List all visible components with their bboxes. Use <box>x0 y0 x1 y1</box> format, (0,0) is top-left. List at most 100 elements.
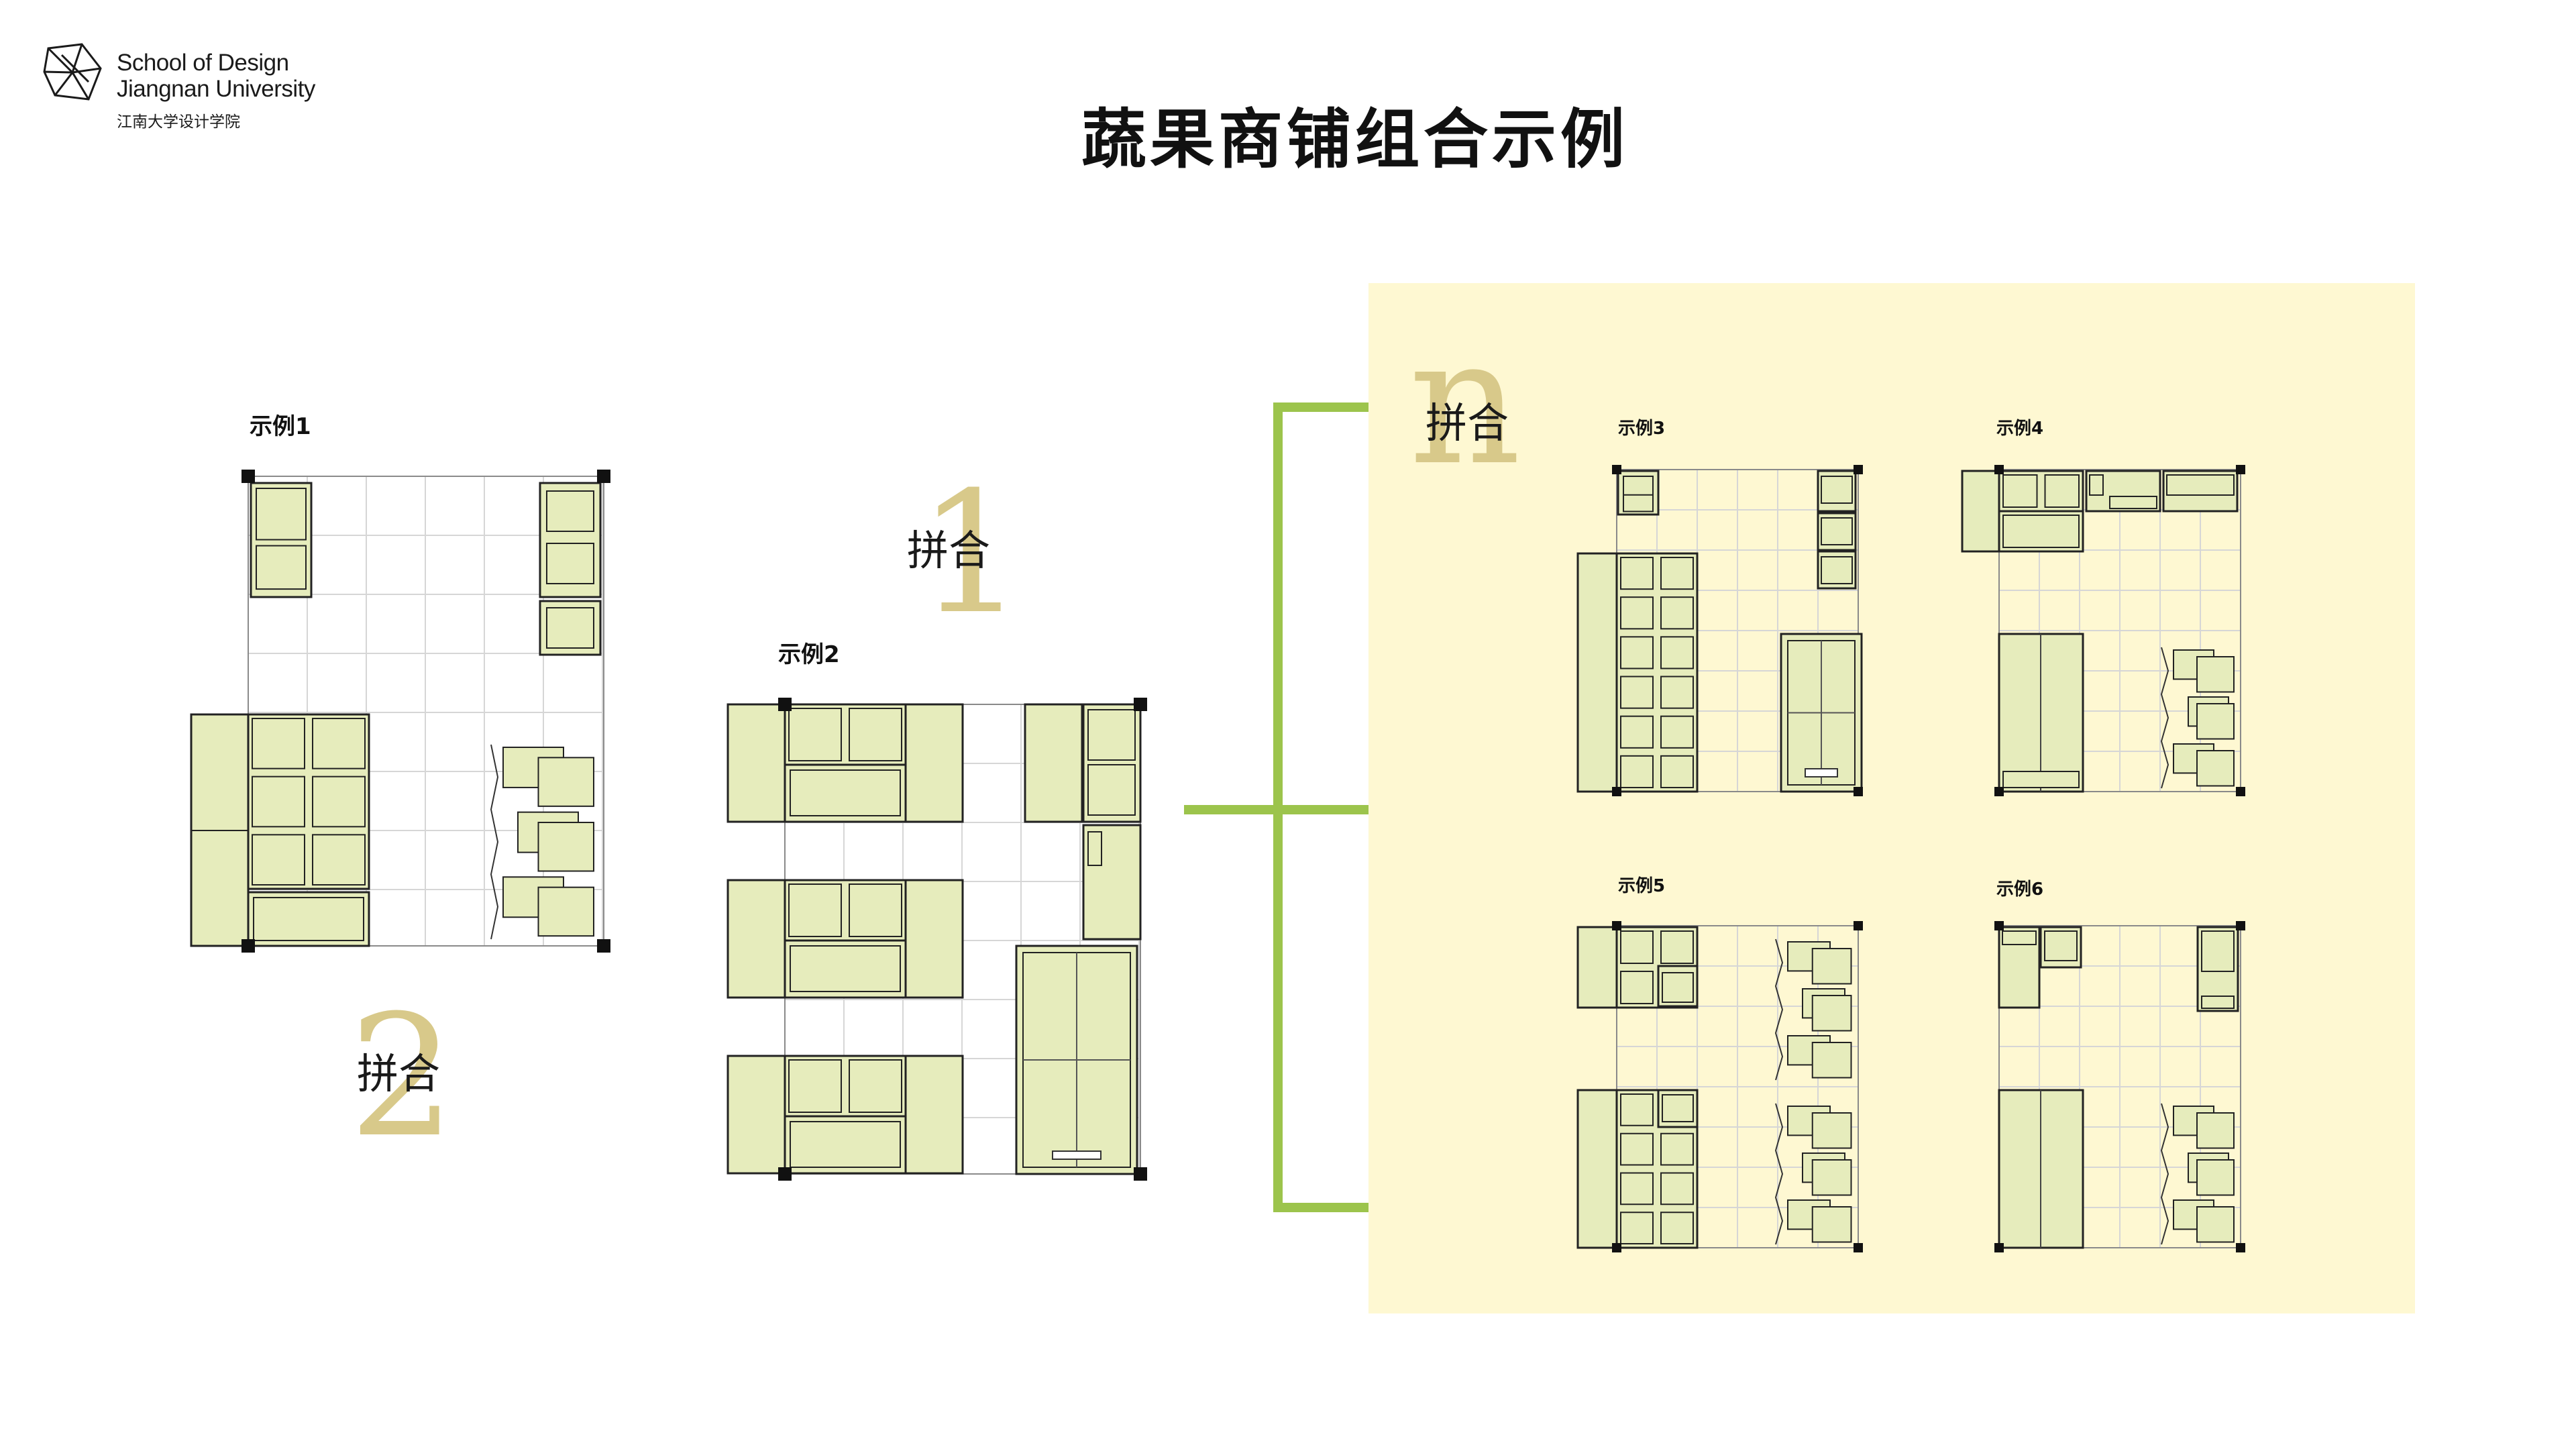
shelf-bin <box>1620 1172 1654 1205</box>
shelf-bin <box>1620 676 1654 709</box>
fruit-crate <box>537 886 594 937</box>
fruit-crate <box>2196 656 2235 693</box>
shelf-bin <box>1620 1212 1654 1244</box>
column-marker <box>2236 921 2245 930</box>
example-2-label: 示例2 <box>778 641 840 668</box>
counter-inner <box>2201 930 2235 972</box>
shelf-bin <box>1660 715 1694 749</box>
column-marker <box>1612 787 1621 796</box>
floor-plan-example-5 <box>1576 921 1863 1252</box>
shelf-bin <box>1660 557 1694 590</box>
column-marker <box>2236 787 2245 796</box>
side-shelf <box>727 879 786 999</box>
column-marker <box>1854 1243 1863 1252</box>
floor-plan-example-2 <box>727 698 1147 1181</box>
divider-line <box>1774 1103 1784 1245</box>
column-marker <box>1134 1167 1147 1181</box>
floor-plan-example-3 <box>1576 465 1863 796</box>
column-marker <box>1612 921 1621 930</box>
side-shelf <box>1576 926 1618 1009</box>
shelf-bin <box>252 718 305 769</box>
side-shelf <box>1961 470 2000 553</box>
column-marker <box>1854 787 1863 796</box>
column-marker <box>1994 1243 2004 1252</box>
page-title: 蔬果商铺组合示例 <box>1081 101 1629 177</box>
shelf-bin <box>1620 971 1654 1004</box>
school-logo: School of Design Jiangnan University 江南大… <box>42 39 350 140</box>
sink-basin <box>1662 1094 1694 1122</box>
cabinet-bottom <box>256 545 307 590</box>
divider-line <box>1774 938 1784 1081</box>
shelf-bin <box>1660 636 1694 669</box>
example-6-label: 示例6 <box>1996 879 2044 900</box>
fruit-crate <box>2196 703 2235 740</box>
shelf-bin <box>1620 755 1654 789</box>
column-marker <box>1994 465 2004 474</box>
shelf-bin <box>790 1121 901 1168</box>
logo-line-1: School of Design <box>117 50 289 76</box>
shelf-bin <box>1620 557 1654 590</box>
fruit-crate <box>2196 750 2235 787</box>
fruit-crate <box>2196 1112 2235 1149</box>
cabinet-top <box>1623 476 1654 497</box>
shelf-bin <box>849 708 902 761</box>
divider-line <box>490 744 499 940</box>
fruit-crate <box>1811 1112 1852 1149</box>
shelf-bin <box>788 883 842 937</box>
side-shelf <box>727 1055 786 1175</box>
fruit-crate <box>2196 1206 2235 1243</box>
fruit-crate <box>537 822 594 872</box>
column-marker <box>597 939 610 953</box>
column-marker <box>2236 465 2245 474</box>
sink-basin <box>2044 930 2078 961</box>
side-shelf <box>904 1055 964 1175</box>
shelf-bin <box>1620 596 1654 630</box>
shelf-bin <box>312 718 366 769</box>
column-marker <box>1854 465 1863 474</box>
display-shelf <box>1615 552 1699 793</box>
shelf-bin <box>1660 755 1694 789</box>
cabinet-door <box>1087 831 1102 866</box>
freezer-handle <box>1052 1150 1102 1160</box>
side-shelf <box>904 879 964 999</box>
column-marker <box>597 470 610 483</box>
step-number-2: 2 <box>349 979 456 1174</box>
side-shelf <box>1576 552 1618 793</box>
shelf-bin <box>788 1059 842 1113</box>
fruit-crate <box>1811 1206 1852 1243</box>
fruit-crate <box>537 757 594 807</box>
column-marker <box>1134 698 1147 711</box>
column-marker <box>241 939 255 953</box>
fruit-crate <box>2196 1159 2235 1196</box>
logo-chinese: 江南大学设计学院 <box>117 113 240 131</box>
fruit-crate <box>1811 1159 1852 1196</box>
step-number-n: n <box>1409 301 1521 504</box>
cabinet-door <box>2089 474 2104 496</box>
shelf-bin <box>2002 474 2038 508</box>
shop-outline <box>248 476 604 947</box>
step-text-n: 拼合 <box>1426 398 1509 447</box>
cabinet-door <box>1662 972 1694 1003</box>
shop-outline <box>1998 925 2241 1248</box>
shelf-bin <box>252 775 305 828</box>
floor-plan-example-6 <box>1994 921 2245 1252</box>
shelf-bin <box>1660 1172 1694 1205</box>
fruit-crate <box>1811 1042 1852 1079</box>
shelf-bin <box>1620 930 1654 964</box>
side-shelf <box>1576 1089 1618 1249</box>
shelf-bin <box>1660 596 1694 630</box>
example-3-label: 示例3 <box>1618 419 1666 439</box>
shelf-bin <box>253 897 364 941</box>
step-number-1: 1 <box>918 455 1025 651</box>
column-marker <box>1994 921 2004 930</box>
shelf-bin <box>849 1059 902 1113</box>
shelf-bin <box>2044 474 2080 508</box>
column-marker <box>778 1167 792 1181</box>
side-shelf <box>904 703 964 823</box>
shelf-bin <box>1660 676 1694 709</box>
column-marker <box>241 470 255 483</box>
shop-outline <box>1998 469 2241 792</box>
shop-outline <box>1616 925 1859 1248</box>
column-marker <box>2236 1243 2245 1252</box>
counter-inner <box>1821 556 1853 584</box>
